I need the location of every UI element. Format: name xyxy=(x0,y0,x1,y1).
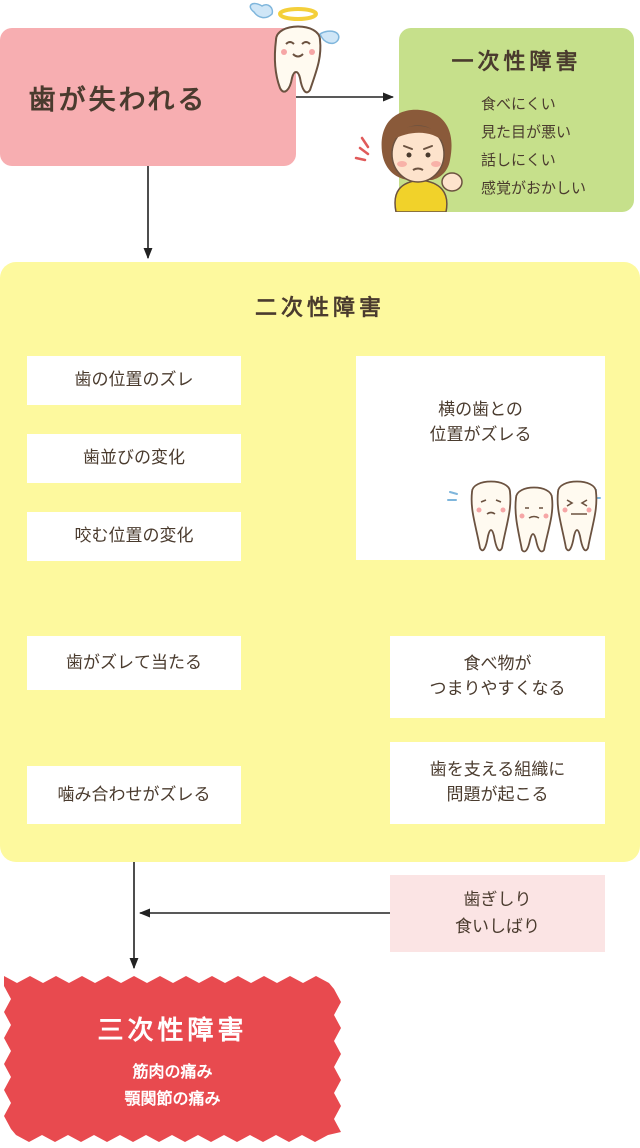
primary-item: 見た目が悪い xyxy=(481,123,572,141)
tertiary-disorder-box: 三次性障害 筋肉の痛み 顎関節の痛み xyxy=(4,976,341,1142)
adjacent-teeth-label: 横の歯との 位置がズレる xyxy=(429,400,532,445)
supporting-tissue-label: 歯を支える組織に 問題が起こる xyxy=(429,760,566,805)
tertiary-title: 三次性障害 xyxy=(97,1016,248,1046)
primary-list: 食べにくい 見た目が悪い 話しにくい 感覚がおかしい xyxy=(481,90,586,202)
step-tooth-contact: 歯がズレて当たる xyxy=(27,636,241,690)
step-misalignment-label: 歯の位置のズレ xyxy=(74,370,194,390)
worried-woman-icon xyxy=(354,109,463,212)
step-arch-change: 歯並びの変化 xyxy=(27,434,241,483)
step-tooth-contact-label: 歯がズレて当たる xyxy=(66,652,202,673)
step-arch-change-label: 歯並びの変化 xyxy=(83,448,185,468)
step-bite-position: 咬む位置の変化 xyxy=(27,512,241,561)
tertiary-list: 筋肉の痛み 顎関節の痛み xyxy=(4,1058,341,1112)
bruxism-label: 歯ぎしり 食いしばり xyxy=(455,889,540,937)
supporting-tissue-box: 歯を支える組織に 問題が起こる xyxy=(390,742,605,824)
food-impaction-label: 食べ物が つまりやすくなる xyxy=(429,654,566,699)
step-misalignment: 歯の位置のズレ xyxy=(27,356,241,405)
step-occlusion: 噛み合わせがズレる xyxy=(27,766,241,824)
step-bite-position-label: 咬む位置の変化 xyxy=(74,526,194,546)
bruxism-box: 歯ぎしり 食いしばり xyxy=(390,875,605,952)
step-occlusion-label: 噛み合わせがズレる xyxy=(57,784,211,805)
primary-item: 食べにくい xyxy=(481,95,556,113)
adjacent-teeth-box: 横の歯との 位置がズレる xyxy=(356,356,605,560)
food-impaction-box: 食べ物が つまりやすくなる xyxy=(390,636,605,718)
worried-teeth-icon xyxy=(447,480,601,553)
tertiary-item: 筋肉の痛み xyxy=(132,1062,213,1081)
angel-tooth-icon xyxy=(249,2,340,94)
primary-item: 感覚がおかしい xyxy=(481,179,587,197)
primary-item: 話しにくい xyxy=(481,151,556,169)
tooth-loss-box: 歯が失われる xyxy=(0,28,296,166)
primary-title: 一次性障害 xyxy=(451,50,582,75)
tertiary-burst-shape xyxy=(4,976,341,1142)
tertiary-item: 顎関節の痛み xyxy=(124,1089,221,1108)
tooth-loss-title: 歯が失われる xyxy=(28,84,208,116)
secondary-title: 二次性障害 xyxy=(254,296,385,321)
